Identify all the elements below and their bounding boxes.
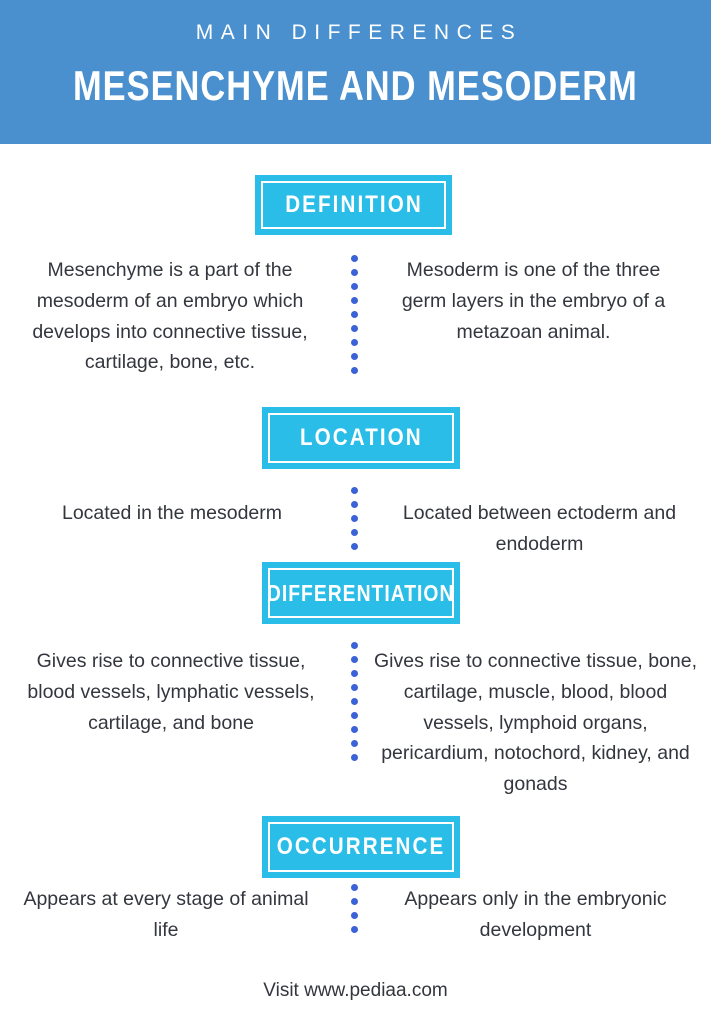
section-row-location: Located in the mesoderm Located between … [0,494,711,560]
differentiation-mesenchyme-text: Gives rise to connective tissue, blood v… [27,650,315,734]
divider-dot [350,529,358,536]
divider-dot [350,740,358,747]
divider-dot [350,642,358,649]
divider-differentiation [350,642,358,761]
divider-dot [350,684,358,691]
section-row-occurrence: Appears at every stage of animal life Ap… [0,884,711,946]
divider-dot [350,898,358,905]
header-kicker: MAIN DIFFERENCES [195,21,523,44]
divider-dot [350,912,358,919]
divider-dot [350,367,358,374]
divider-dot [350,501,358,508]
page-title: MESENCHYME AND MESODERM [73,62,638,109]
location-mesenchyme-text: Located in the mesoderm [61,502,283,524]
divider-dot [350,487,358,494]
divider-dot [350,656,358,663]
header-banner: MAIN DIFFERENCES MESENCHYME AND MESODERM [0,0,711,144]
divider-dot [350,884,358,891]
divider-dot [350,255,358,262]
location-mesoderm-text: Located between ectoderm and endoderm [402,502,677,555]
divider-occurrence [350,884,358,933]
divider-dot [350,515,358,522]
divider-dot [350,670,358,677]
section-badge-occurrence: OCCURRENCE [262,816,460,878]
divider-dot [350,712,358,719]
occurrence-mesoderm-text: Appears only in the embryonic developmen… [404,888,667,941]
section-row-definition: Mesenchyme is a part of the mesoderm of … [0,255,711,378]
divider-dot [350,754,358,761]
section-badge-definition: DEFINITION [255,175,452,235]
section-badge-label: LOCATION [299,424,423,451]
divider-definition [350,255,358,374]
section-badge-differentiation: DIFFERENTIATION [262,562,460,624]
divider-dot [350,726,358,733]
definition-mesenchyme-text: Mesenchyme is a part of the mesoderm of … [32,259,308,374]
divider-dot [350,269,358,276]
definition-mesoderm-text: Mesoderm is one of the three germ layers… [401,259,666,343]
section-badge-location: LOCATION [262,407,460,469]
section-badge-label: OCCURRENCE [276,833,446,860]
divider-location [350,487,358,550]
occurrence-mesenchyme-text: Appears at every stage of animal life [23,888,309,941]
differentiation-mesoderm-text: Gives rise to connective tissue, bone, c… [374,650,697,796]
divider-dot [350,339,358,346]
divider-dot [350,543,358,550]
section-badge-label: DIFFERENTIATION [267,579,455,606]
divider-dot [350,283,358,290]
footer-credit: Visit www.pediaa.com [263,980,448,1001]
divider-dot [350,353,358,360]
divider-dot [350,325,358,332]
section-row-differentiation: Gives rise to connective tissue, blood v… [0,646,711,800]
divider-dot [350,698,358,705]
divider-dot [350,297,358,304]
divider-dot [350,926,358,933]
section-badge-label: DEFINITION [284,191,423,218]
divider-dot [350,311,358,318]
